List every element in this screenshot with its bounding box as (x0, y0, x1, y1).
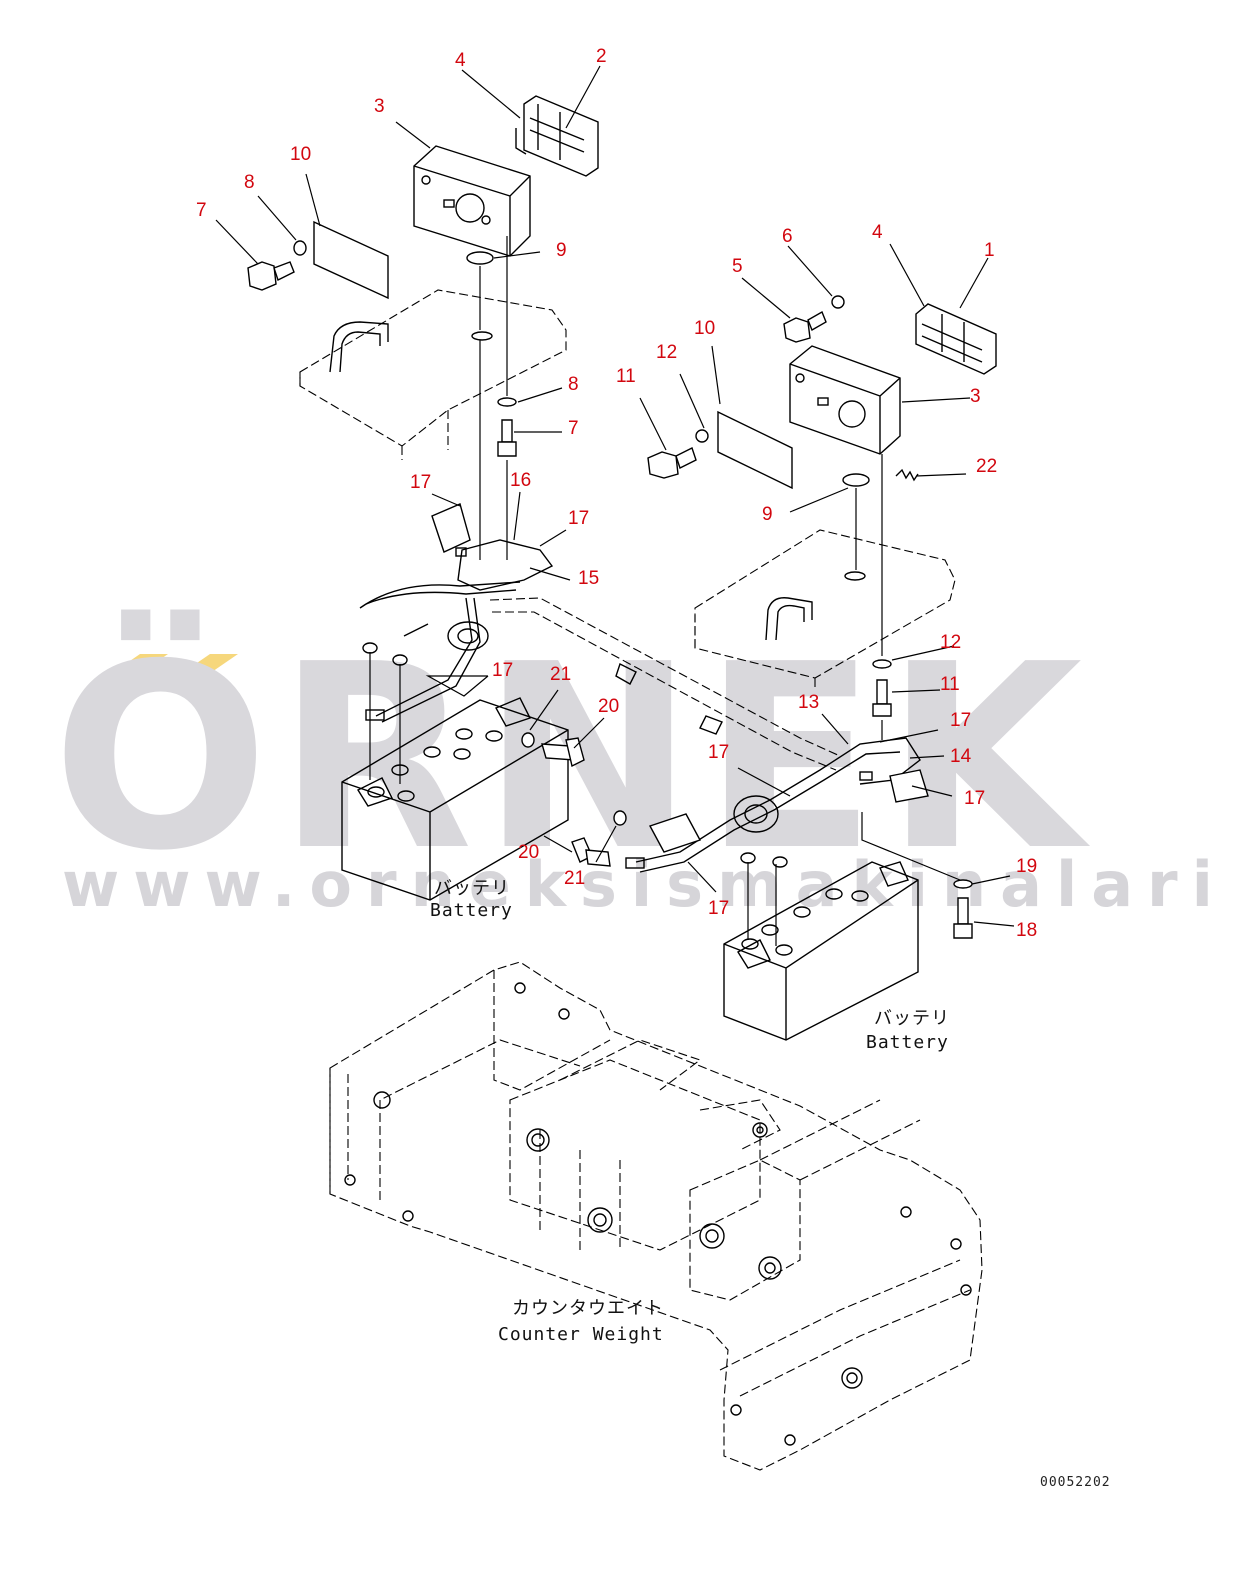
grommet-left (466, 251, 494, 265)
battery-bolt-left (521, 732, 585, 768)
label-19: 19 (1016, 856, 1037, 877)
spring (895, 468, 919, 482)
wire-harness-left (359, 503, 554, 723)
label-1: 1 (984, 240, 995, 261)
wire-harness-right (625, 737, 929, 873)
label-2: 2 (596, 46, 607, 67)
bolt-right-top (783, 295, 845, 343)
caption-counterweight-jp: カウンタウエイト (512, 1298, 664, 1319)
label-17-f: 17 (964, 788, 985, 809)
label-17-g: 17 (708, 898, 729, 919)
label-17-c: 17 (492, 660, 513, 681)
plate-left (313, 220, 389, 300)
label-12-right-bottom: 12 (940, 632, 961, 653)
battery-left (341, 642, 569, 901)
label-10-right: 10 (694, 318, 715, 339)
bolt-left-top (247, 240, 307, 291)
bolt-right-bottom (872, 659, 892, 717)
bolt-left-bottom (497, 397, 517, 457)
captions: バッテリ Battery バッテリ Battery カウンタウエイト Count… (430, 878, 1111, 1490)
battery-right (723, 852, 919, 1041)
label-7-left-bottom: 7 (568, 418, 579, 439)
label-11-right-bottom: 11 (940, 674, 960, 695)
label-3-left: 3 (374, 96, 385, 117)
label-13: 13 (798, 692, 819, 713)
label-20-left: 20 (598, 696, 619, 717)
label-16: 16 (510, 470, 531, 491)
label-17-d: 17 (950, 710, 971, 731)
label-18: 18 (1016, 920, 1037, 941)
switch-box-right (789, 345, 901, 455)
connector-right (915, 303, 997, 375)
label-3-right: 3 (970, 386, 981, 407)
label-8-left-bottom: 8 (568, 374, 579, 395)
label-17-a: 17 (410, 472, 431, 493)
label-21-right: 21 (564, 868, 585, 889)
label-8-left-top: 8 (244, 172, 255, 193)
connector-left (515, 95, 599, 177)
bolt-right-side (647, 429, 709, 479)
part-labels: 4 2 3 10 8 7 9 8 7 17 16 17 15 17 21 20 … (196, 46, 1037, 941)
caption-battery-right-jp: バッテリ (874, 1008, 950, 1029)
support-tube (489, 597, 841, 771)
label-17-e: 17 (708, 742, 729, 763)
label-14: 14 (950, 746, 972, 767)
label-10-left: 10 (290, 144, 311, 165)
label-21-left: 21 (550, 664, 571, 685)
label-4-left: 4 (455, 50, 466, 71)
label-17-b: 17 (568, 508, 589, 529)
battery-cover-right (694, 529, 956, 690)
switch-box-left (413, 145, 531, 257)
label-15: 15 (578, 568, 599, 589)
battery-cover-left (299, 289, 567, 460)
label-5: 5 (732, 256, 743, 277)
label-20-right: 20 (518, 842, 539, 863)
leader-lines (215, 65, 1015, 927)
label-11-right-top: 11 (616, 366, 636, 387)
document-number: 00052202 (1040, 1475, 1111, 1490)
label-4-right: 4 (872, 222, 883, 243)
caption-counterweight-en: Counter Weight (498, 1324, 664, 1345)
label-7-left-top: 7 (196, 200, 207, 221)
bolt-counterweight (953, 879, 973, 939)
plate-right (717, 410, 793, 490)
label-12-right-top: 12 (656, 342, 677, 363)
label-22: 22 (976, 456, 997, 477)
caption-battery-left-jp: バッテリ (434, 878, 510, 899)
caption-battery-left-en: Battery (430, 900, 513, 921)
counterweight-frame (329, 961, 983, 1471)
grommet-right (842, 473, 870, 487)
label-6: 6 (782, 226, 793, 247)
label-9-left: 9 (556, 240, 567, 261)
caption-battery-right-en: Battery (866, 1032, 949, 1053)
label-9-right: 9 (762, 504, 773, 525)
